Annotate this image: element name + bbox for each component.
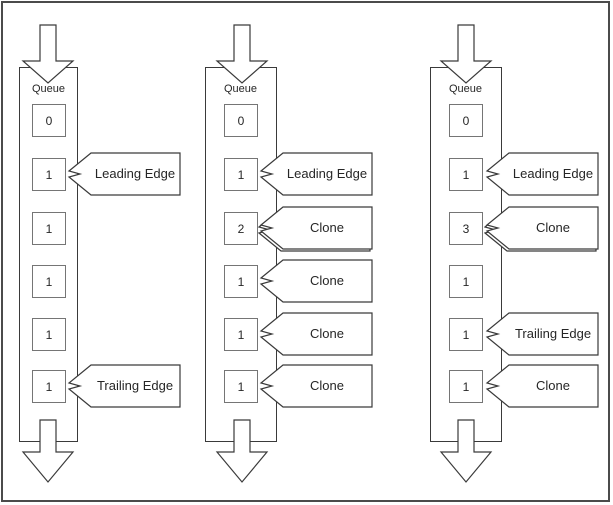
callout-label: Clone <box>310 378 344 393</box>
queue-cell: 0 <box>32 104 66 137</box>
callout-label: Clone <box>310 326 344 341</box>
callout-clone: Clone <box>259 364 373 408</box>
callout-clone-stacked: Clone <box>484 206 599 252</box>
queue-cell: 1 <box>224 265 258 298</box>
down-arrow-in-icon <box>21 24 75 84</box>
arrow-shape <box>215 419 269 483</box>
callout-trailing-edge: Trailing Edge <box>485 312 599 356</box>
callout-label: Trailing Edge <box>97 378 173 393</box>
callout-label: Leading Edge <box>513 166 593 181</box>
queue-cell: 1 <box>449 265 483 298</box>
queue-cell: 1 <box>224 158 258 191</box>
queue-cell: 1 <box>449 158 483 191</box>
down-arrow-in-icon <box>215 24 269 84</box>
callout-shape <box>259 259 373 303</box>
queue-cell: 1 <box>449 318 483 351</box>
queue-label: Queue <box>223 83 258 95</box>
callout-shape <box>67 364 181 408</box>
arrow-shape <box>439 419 493 483</box>
callout-leading-edge: Leading Edge <box>67 152 181 196</box>
callout-label: Leading Edge <box>95 166 175 181</box>
queue-cell: 1 <box>32 265 66 298</box>
down-arrow-in-icon <box>439 24 493 84</box>
queue-cell: 0 <box>449 104 483 137</box>
callout-shape <box>67 152 181 196</box>
callout-shape <box>485 312 599 356</box>
callout-label: Clone <box>310 273 344 288</box>
callout-label: Clone <box>536 378 570 393</box>
callout-shape <box>259 312 373 356</box>
queue-label: Queue <box>448 83 483 95</box>
arrow-shape <box>21 419 75 483</box>
callout-leading-edge: Leading Edge <box>259 152 373 196</box>
queue-cell: 1 <box>32 212 66 245</box>
queue-cell: 0 <box>224 104 258 137</box>
callout-shape <box>259 206 373 250</box>
queue-cell: 1 <box>449 370 483 403</box>
callout-shape <box>259 152 373 196</box>
callout-label: Leading Edge <box>287 166 367 181</box>
queue-cell: 1 <box>32 158 66 191</box>
down-arrow-out-icon <box>439 419 493 483</box>
callout-clone-stacked: Clone <box>258 206 373 252</box>
queue-cell: 1 <box>32 318 66 351</box>
queue-label: Queue <box>31 83 66 95</box>
callout-clone: Clone <box>259 259 373 303</box>
arrow-shape <box>21 24 75 84</box>
queue-cell: 1 <box>224 370 258 403</box>
callout-label: Clone <box>536 220 570 235</box>
callout-leading-edge: Leading Edge <box>485 152 599 196</box>
callout-shape <box>259 364 373 408</box>
queue-cell: 3 <box>449 212 483 245</box>
down-arrow-out-icon <box>21 419 75 483</box>
arrow-shape <box>439 24 493 84</box>
callout-trailing-edge: Trailing Edge <box>67 364 181 408</box>
callout-shape <box>485 364 599 408</box>
queue-cell: 2 <box>224 212 258 245</box>
callout-shape <box>485 152 599 196</box>
callout-clone: Clone <box>259 312 373 356</box>
queue-cell: 1 <box>224 318 258 351</box>
arrow-shape <box>215 24 269 84</box>
callout-shape <box>485 206 599 250</box>
queue-cell: 1 <box>32 370 66 403</box>
callout-clone: Clone <box>485 364 599 408</box>
callout-label: Trailing Edge <box>515 326 591 341</box>
callout-label: Clone <box>310 220 344 235</box>
down-arrow-out-icon <box>215 419 269 483</box>
